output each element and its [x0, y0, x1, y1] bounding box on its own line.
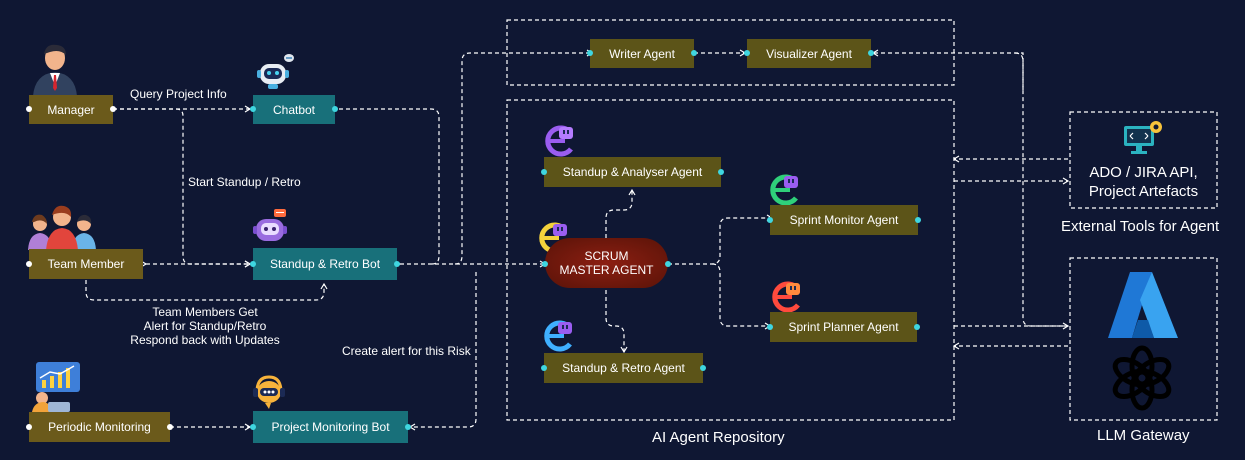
connector-dot [767, 217, 773, 223]
edge-llm-visualizer-head [871, 49, 1024, 90]
manager-avatar-icon [33, 44, 77, 96]
edge-label-team-line2: Alert for Standup/Retro [143, 319, 267, 333]
chatbot-label: Chatbot [272, 102, 316, 117]
chatbot-robot-icon [257, 54, 294, 89]
edge-manager-standup-bot [113, 108, 252, 268]
scrum-master-label-line1: SCRUM [584, 249, 629, 263]
connector-dot [665, 261, 671, 267]
standup-analyser-agent-node[interactable]: Standup & Analyser Agent [544, 157, 721, 187]
team-members-icon [28, 205, 96, 250]
manager-label: Manager [47, 102, 95, 117]
visualizer-agent-label: Visualizer Agent [766, 46, 852, 61]
edge-label-team-members: Team Members Get Alert for Standup/Retro… [117, 305, 293, 347]
standup-retro-bot-node[interactable]: Standup & Retro Bot [253, 248, 397, 280]
external-tools-line1: ADO / JIRA API, [1089, 164, 1198, 181]
agent-logo-red-icon [772, 281, 800, 313]
writer-agent-label: Writer Agent [609, 46, 675, 61]
connector-dot [541, 169, 547, 175]
external-tools-box [1069, 111, 1218, 209]
connector-dot [915, 217, 921, 223]
connector-dot [394, 261, 400, 267]
connector-dot [26, 106, 32, 112]
standup-retro-agent-node[interactable]: Standup & Retro Agent [544, 353, 703, 383]
openai-logo-icon [1112, 345, 1172, 411]
visualizer-agent-node[interactable]: Visualizer Agent [747, 39, 871, 68]
team-member-node[interactable]: Team Member [29, 249, 143, 279]
external-tools-box-text: ADO / JIRA API, Project Artefacts [1072, 163, 1215, 201]
project-monitoring-bot-node[interactable]: Project Monitoring Bot [253, 411, 408, 443]
azure-logo-icon [1108, 272, 1178, 338]
scrum-master-label-line2: MASTER AGENT [559, 263, 654, 277]
llm-gateway-box [1069, 257, 1218, 421]
connector-dot [542, 261, 548, 267]
connector-dot [332, 106, 338, 112]
connector-dot [110, 106, 116, 112]
connector-dot [250, 424, 256, 430]
edge-label-team-line3: Respond back with Updates [130, 333, 280, 347]
connector-dot [868, 50, 874, 56]
api-computer-icon [1124, 121, 1162, 154]
agent-logo-blue-icon [544, 320, 572, 352]
manager-node[interactable]: Manager [29, 95, 113, 124]
writer-agent-node[interactable]: Writer Agent [590, 39, 694, 68]
standup-retro-bot-label: Standup & Retro Bot [269, 257, 381, 271]
edge-scrum-analyser [605, 188, 636, 238]
connector-dot [718, 169, 724, 175]
connector-dot [250, 106, 256, 112]
connector-dot [587, 50, 593, 56]
edge-team-loop [85, 280, 328, 301]
standup-retro-agent-label: Standup & Retro Agent [562, 361, 685, 375]
repository-caption: AI Agent Repository [652, 429, 785, 446]
connector-dot [26, 424, 32, 430]
edge-scrum-monitor [668, 214, 774, 265]
edge-label-create-alert: Create alert for this Risk [342, 344, 471, 358]
edge-to-writer [454, 49, 594, 265]
connector-dot [914, 324, 920, 330]
llm-gateway-caption: LLM Gateway [1097, 427, 1190, 444]
connector-dot [250, 261, 256, 267]
periodic-monitoring-label: Periodic Monitoring [48, 420, 151, 434]
connector-dot [405, 424, 411, 430]
external-tools-caption: External Tools for Agent [1061, 218, 1220, 235]
headset-bot-icon [253, 375, 285, 409]
agent-logo-green-icon [770, 174, 798, 206]
connector-dot [744, 50, 750, 56]
edge-label-query: Query Project Info [130, 87, 227, 101]
connector-dot [700, 365, 706, 371]
project-monitoring-bot-label: Project Monitoring Bot [271, 420, 390, 434]
agent-logo-purple-icon [545, 125, 573, 157]
edge-scrum-planner [711, 263, 772, 330]
sprint-planner-agent-label: Sprint Planner Agent [788, 320, 899, 334]
edge-label-start-standup: Start Standup / Retro [188, 175, 301, 189]
standup-robot-icon [253, 209, 287, 241]
connector-dot [167, 424, 173, 430]
external-tools-line2: Project Artefacts [1088, 183, 1199, 200]
standup-analyser-agent-label: Standup & Analyser Agent [562, 165, 703, 179]
edge-chatbot-return [305, 105, 440, 265]
edge-scrum-retro-agent [605, 290, 628, 354]
periodic-monitoring-node[interactable]: Periodic Monitoring [29, 412, 170, 442]
chatbot-node[interactable]: Chatbot [253, 95, 335, 124]
repo-main-box [506, 99, 955, 421]
connector-dot [26, 261, 32, 267]
connector-dot [541, 365, 547, 371]
connector-dot [691, 50, 697, 56]
edge-llm-visualizer [1014, 52, 1068, 327]
sprint-monitor-agent-label: Sprint Monitor Agent [789, 213, 899, 227]
sprint-planner-agent-node[interactable]: Sprint Planner Agent [770, 312, 917, 342]
sprint-monitor-agent-node[interactable]: Sprint Monitor Agent [770, 205, 918, 235]
edge-scrum-pmbot [408, 272, 477, 431]
edge-label-team-line1: Team Members Get [152, 305, 258, 319]
scrum-master-agent-node[interactable]: SCRUM MASTER AGENT [545, 238, 668, 288]
monitoring-chart-icon [32, 362, 80, 412]
connector-dot [767, 324, 773, 330]
team-member-label: Team Member [47, 257, 125, 271]
